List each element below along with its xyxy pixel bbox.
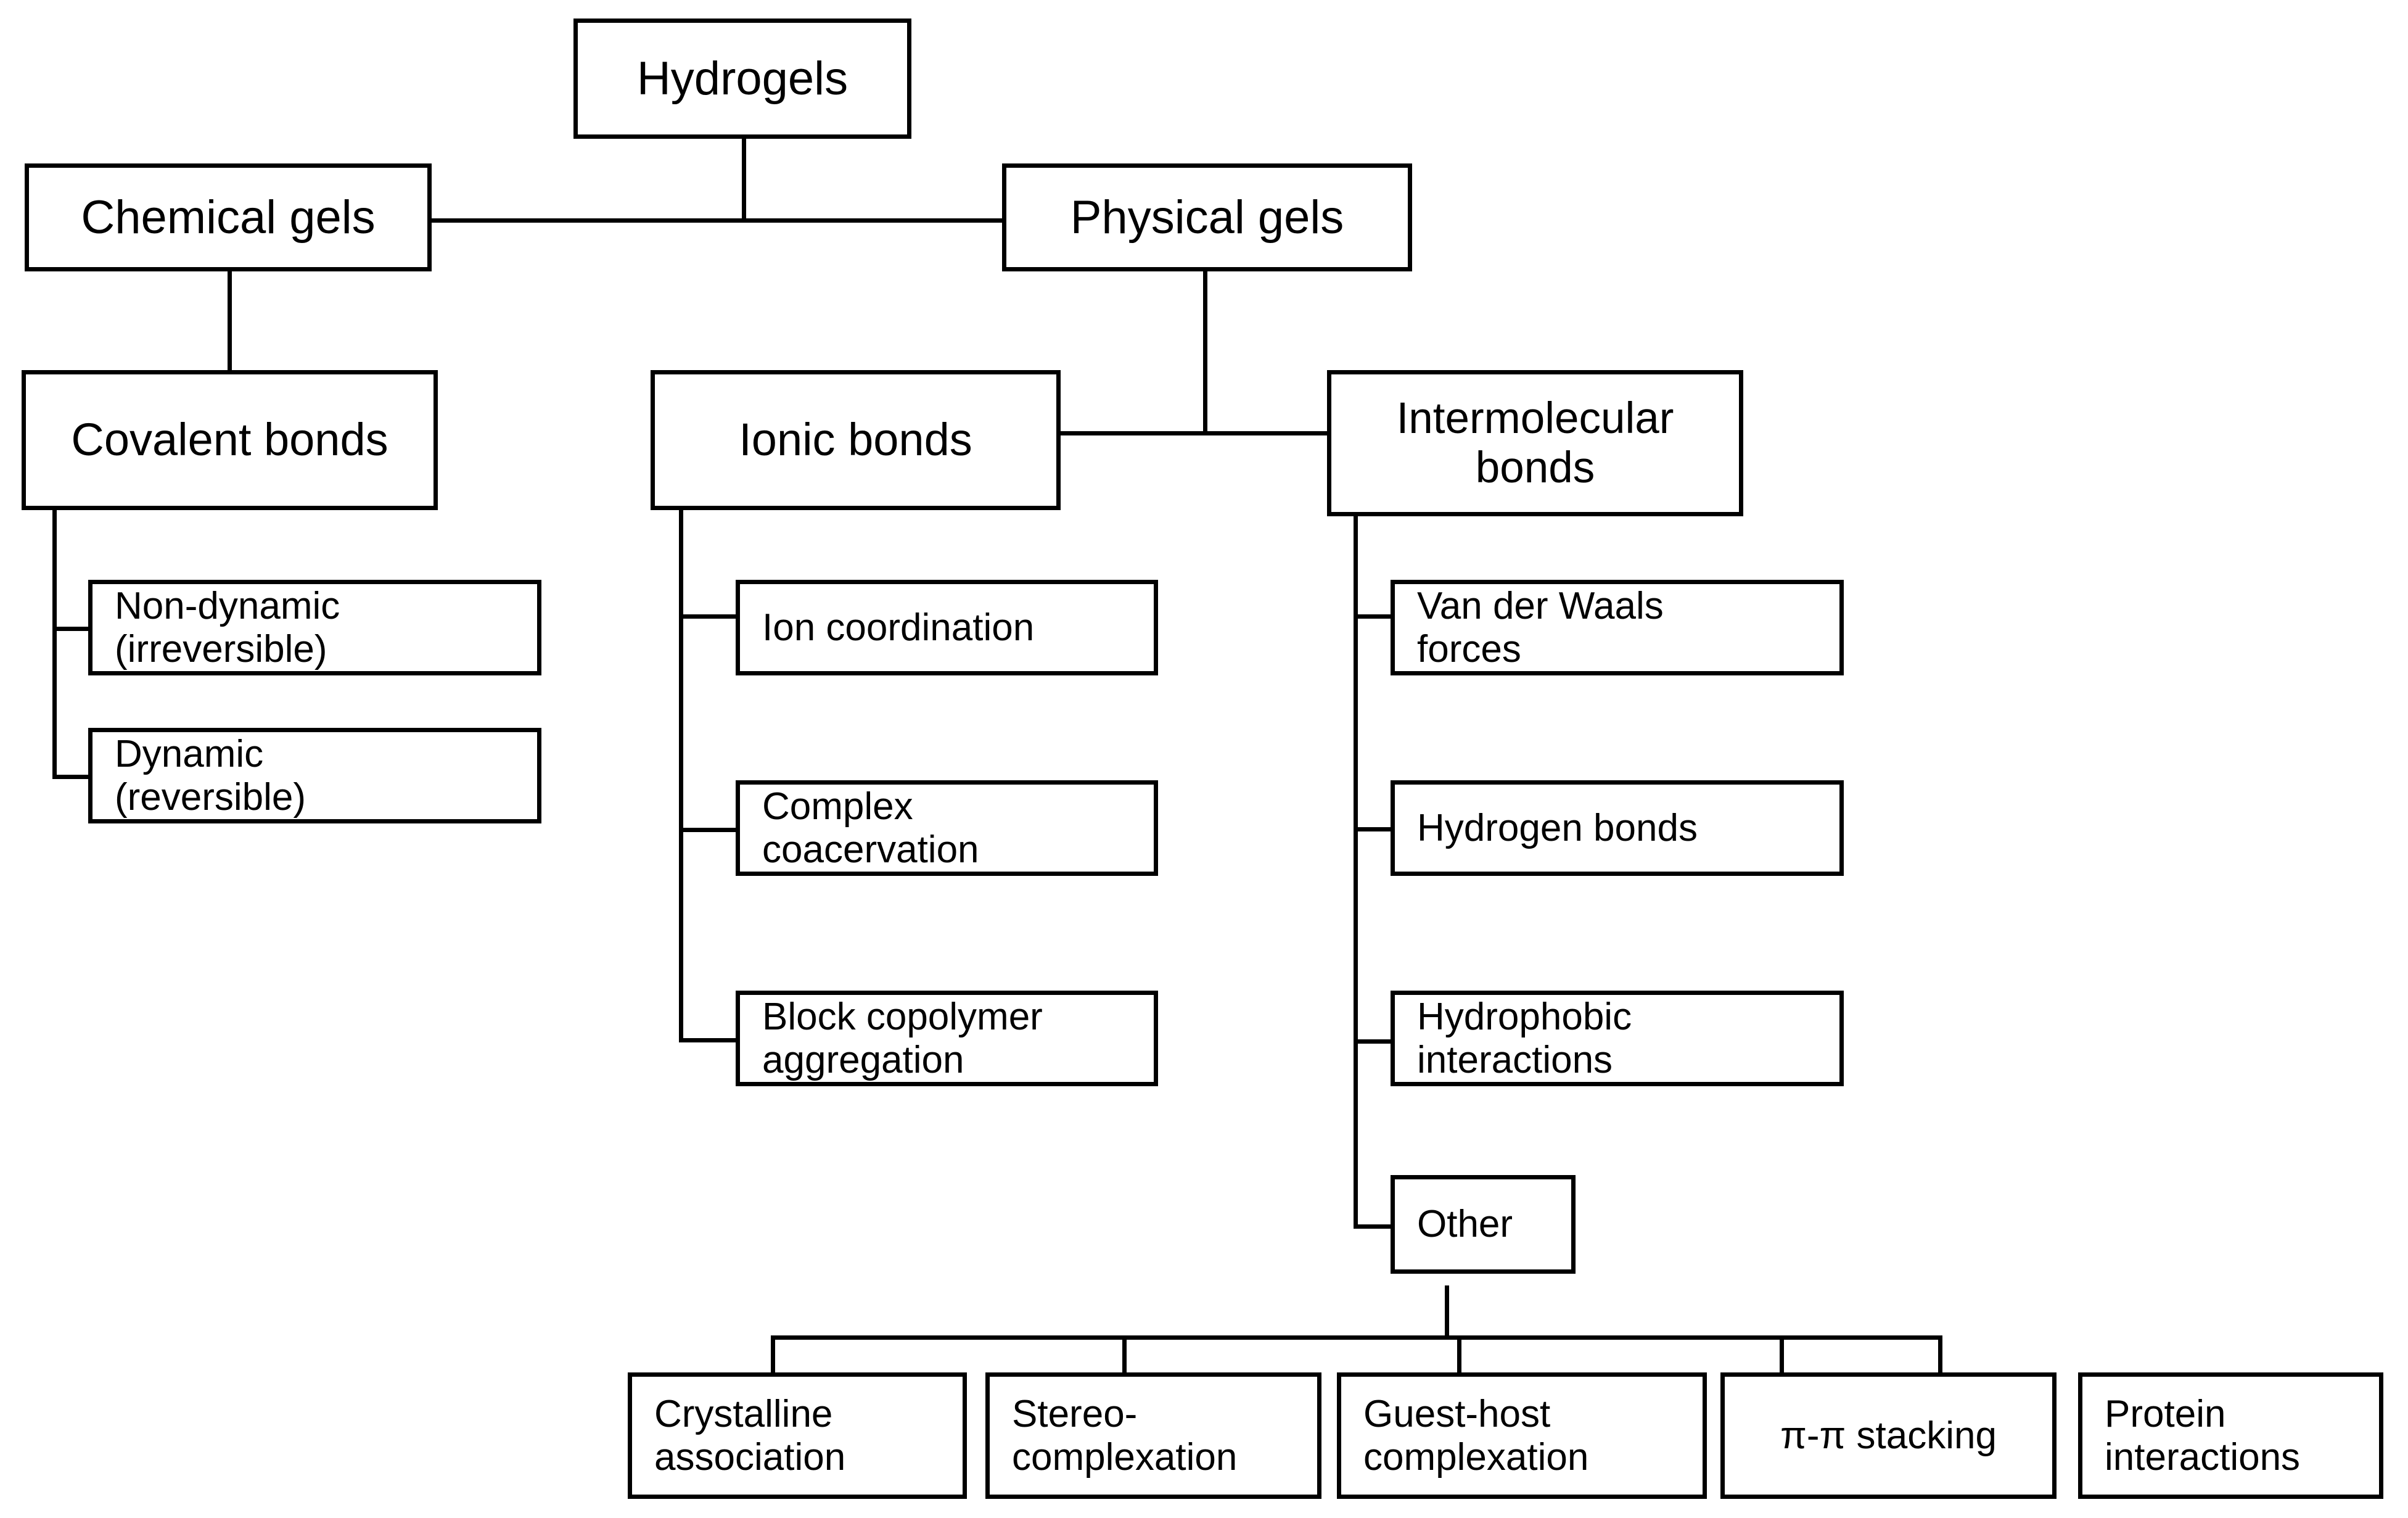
node-guest-host-complexation-label: Guest-host complexation — [1363, 1393, 1589, 1479]
node-intermolecular-bonds-label: Intermolecular bonds — [1396, 394, 1674, 492]
edge-hydrogels-drop — [742, 139, 746, 223]
node-ion-coordination[interactable]: Ion coordination — [736, 580, 1158, 675]
edge-ionic-stub-block-copolymer — [679, 1038, 736, 1042]
node-guest-host-complexation[interactable]: Guest-host complexation — [1337, 1372, 1707, 1499]
edge-ionic-intermolecular-bus — [1061, 431, 1327, 435]
node-hydrogen-bonds[interactable]: Hydrogen bonds — [1391, 780, 1844, 876]
node-complex-coacervation[interactable]: Complex coacervation — [736, 780, 1158, 876]
edge-bus-drop-pi-pi — [1780, 1335, 1784, 1372]
node-chemical-gels[interactable]: Chemical gels — [25, 163, 432, 271]
node-pi-pi-stacking[interactable]: π-π stacking — [1720, 1372, 2057, 1499]
node-intermolecular-bonds[interactable]: Intermolecular bonds — [1327, 370, 1743, 516]
node-crystalline-association-label: Crystalline association — [654, 1393, 846, 1479]
edge-bus-drop-protein — [1938, 1335, 1942, 1372]
edge-covalent-stub-dynamic — [52, 775, 88, 779]
node-protein-interactions-label: Protein interactions — [2105, 1393, 2301, 1479]
node-stereocomplexation[interactable]: Stereo- complexation — [985, 1372, 1321, 1499]
node-hydrophobic-interactions-label: Hydrophobic interactions — [1417, 996, 1632, 1081]
edge-ionic-stub-ion-coordination — [679, 614, 736, 619]
edge-intermolecular-stub-hydrogen — [1354, 827, 1391, 831]
node-ionic-bonds[interactable]: Ionic bonds — [651, 370, 1061, 510]
edge-other-drop — [1445, 1285, 1449, 1338]
node-protein-interactions[interactable]: Protein interactions — [2078, 1372, 2383, 1499]
edge-physical-drop — [1203, 270, 1207, 433]
node-block-copolymer-aggregation[interactable]: Block copolymer aggregation — [736, 991, 1158, 1086]
edge-intermolecular-stub-vdw — [1354, 614, 1391, 619]
node-pi-pi-stacking-label: π-π stacking — [1780, 1414, 1997, 1457]
node-dynamic[interactable]: Dynamic (reversible) — [88, 728, 541, 823]
node-covalent-bonds-label: Covalent bonds — [71, 414, 388, 466]
edge-intermolecular-stub-other — [1354, 1224, 1391, 1229]
node-non-dynamic[interactable]: Non-dynamic (irreversible) — [88, 580, 541, 675]
edge-bus-drop-stereocomplexation — [1122, 1335, 1127, 1372]
node-ion-coordination-label: Ion coordination — [762, 606, 1035, 649]
node-hydrogels-label: Hydrogels — [636, 52, 849, 105]
node-stereocomplexation-label: Stereo- complexation — [1012, 1393, 1238, 1479]
node-chemical-gels-label: Chemical gels — [81, 191, 376, 244]
node-van-der-waals-forces-label: Van der Waals forces — [1417, 585, 1664, 670]
edge-ionic-spine — [679, 510, 683, 1041]
edge-chemical-physical-bus — [432, 218, 1002, 223]
edge-intermolecular-stub-hydrophobic — [1354, 1039, 1391, 1044]
node-covalent-bonds[interactable]: Covalent bonds — [22, 370, 438, 510]
node-van-der-waals-forces[interactable]: Van der Waals forces — [1391, 580, 1844, 675]
edge-bottom-bus — [771, 1335, 1942, 1340]
node-other-label: Other — [1417, 1203, 1513, 1246]
edge-covalent-stub-non-dynamic — [52, 627, 88, 631]
node-block-copolymer-aggregation-label: Block copolymer aggregation — [762, 996, 1043, 1081]
node-crystalline-association[interactable]: Crystalline association — [628, 1372, 967, 1499]
node-dynamic-label: Dynamic (reversible) — [115, 733, 306, 819]
edge-intermolecular-spine — [1354, 516, 1358, 1229]
edge-bus-drop-guest-host — [1457, 1335, 1461, 1372]
node-complex-coacervation-label: Complex coacervation — [762, 785, 979, 871]
node-ionic-bonds-label: Ionic bonds — [739, 414, 972, 466]
edge-chemical-to-covalent — [228, 270, 232, 371]
node-physical-gels-label: Physical gels — [1070, 191, 1344, 244]
node-physical-gels[interactable]: Physical gels — [1002, 163, 1412, 271]
node-hydrophobic-interactions[interactable]: Hydrophobic interactions — [1391, 991, 1844, 1086]
node-hydrogen-bonds-label: Hydrogen bonds — [1417, 806, 1698, 849]
node-non-dynamic-label: Non-dynamic (irreversible) — [115, 585, 340, 670]
edge-covalent-spine — [52, 510, 57, 778]
edge-ionic-stub-complex-coacervation — [679, 828, 736, 832]
node-other[interactable]: Other — [1391, 1175, 1576, 1274]
edge-bus-drop-crystalline — [771, 1335, 775, 1372]
node-hydrogels[interactable]: Hydrogels — [573, 19, 911, 139]
